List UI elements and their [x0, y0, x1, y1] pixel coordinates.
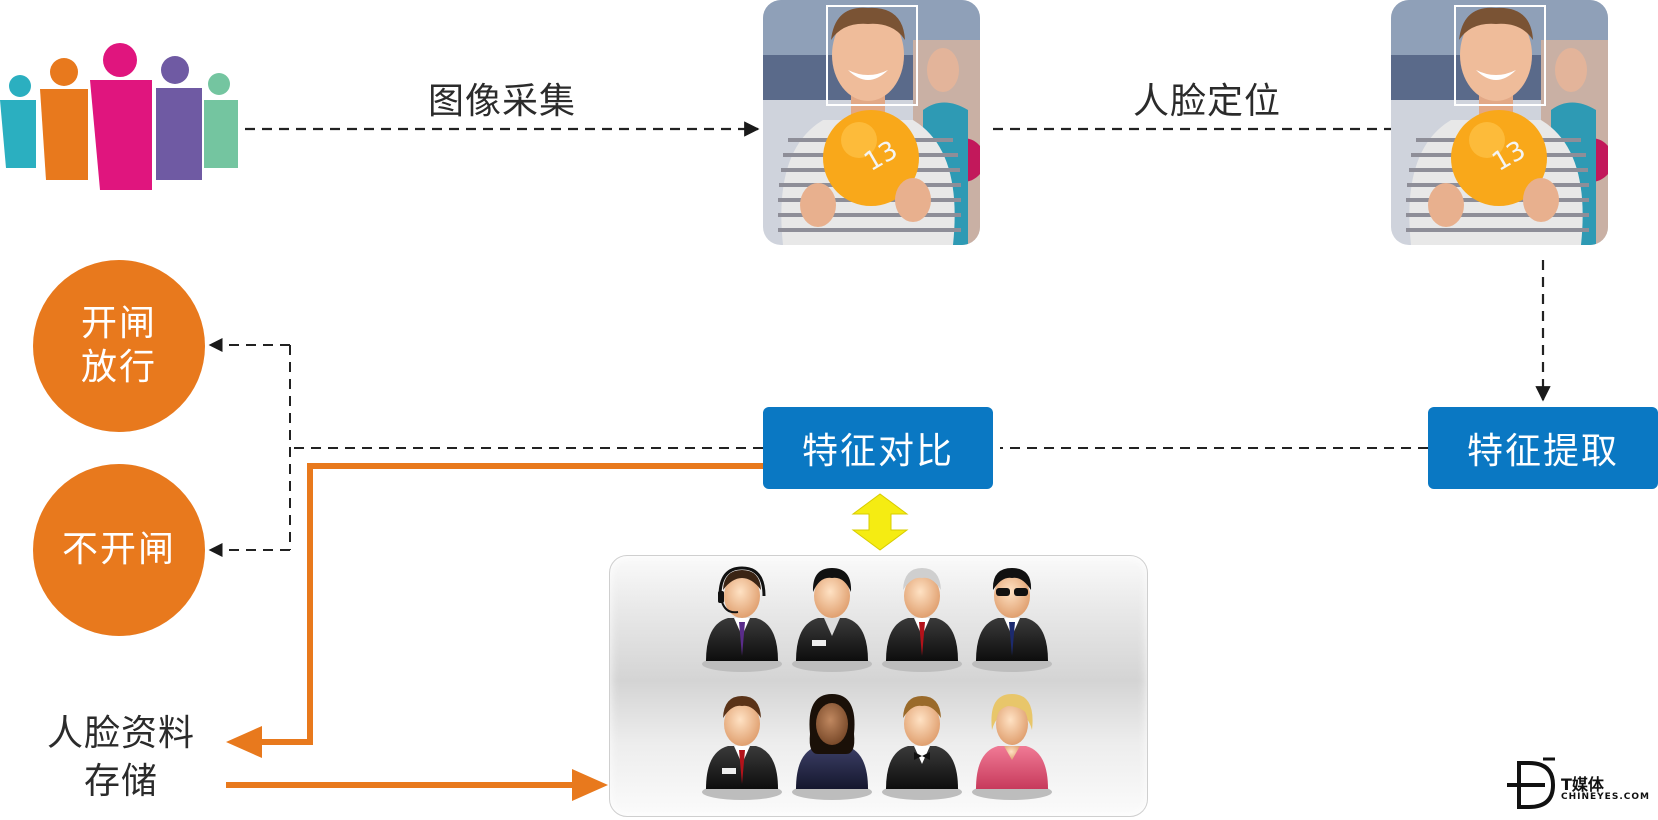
- face-database-panel: [609, 555, 1148, 817]
- located-face-photo: 13: [1391, 0, 1608, 245]
- locate-label: 人脸定位: [1133, 81, 1282, 122]
- avatar-host-icon: [882, 696, 962, 800]
- deny-gate-circle: 不开闸: [33, 464, 205, 636]
- capture-label: 图像采集: [428, 81, 577, 122]
- avatar-woman-blonde-icon: [972, 694, 1052, 800]
- avatar-staff-icon: [792, 568, 872, 672]
- logo-domain: CHINEYES.COM: [1561, 792, 1650, 802]
- deny-gate-label: 不开闸: [61, 529, 176, 570]
- storage-line2: 存储: [83, 761, 158, 802]
- compare-box: 特征对比: [763, 407, 993, 489]
- avatar-operator-icon: [702, 566, 782, 672]
- face-storage-label: 人脸资料 存储: [36, 710, 206, 806]
- brand-logo: T媒体 CHINEYES.COM: [1505, 757, 1655, 812]
- open-gate-line2: 放行: [80, 347, 157, 388]
- crowd-icon: [0, 43, 238, 190]
- open-gate-circle: 开闸 放行: [33, 260, 205, 432]
- arrow-to-storage: [246, 463, 763, 745]
- extract-box: 特征提取: [1428, 407, 1658, 489]
- open-gate-line1: 开闸: [80, 303, 157, 344]
- compare-db-double-arrow: [851, 493, 909, 551]
- avatar-manager-icon: [702, 696, 782, 800]
- storage-line1: 人脸资料: [46, 713, 195, 754]
- avatar-elder-icon: [882, 568, 962, 672]
- avatar-agent-icon: [972, 568, 1052, 672]
- captured-photo: 13: [763, 0, 980, 245]
- logo-mark-icon: [1507, 757, 1556, 809]
- avatar-woman-dark-icon: [792, 694, 872, 800]
- logo-name: T媒体: [1561, 775, 1604, 794]
